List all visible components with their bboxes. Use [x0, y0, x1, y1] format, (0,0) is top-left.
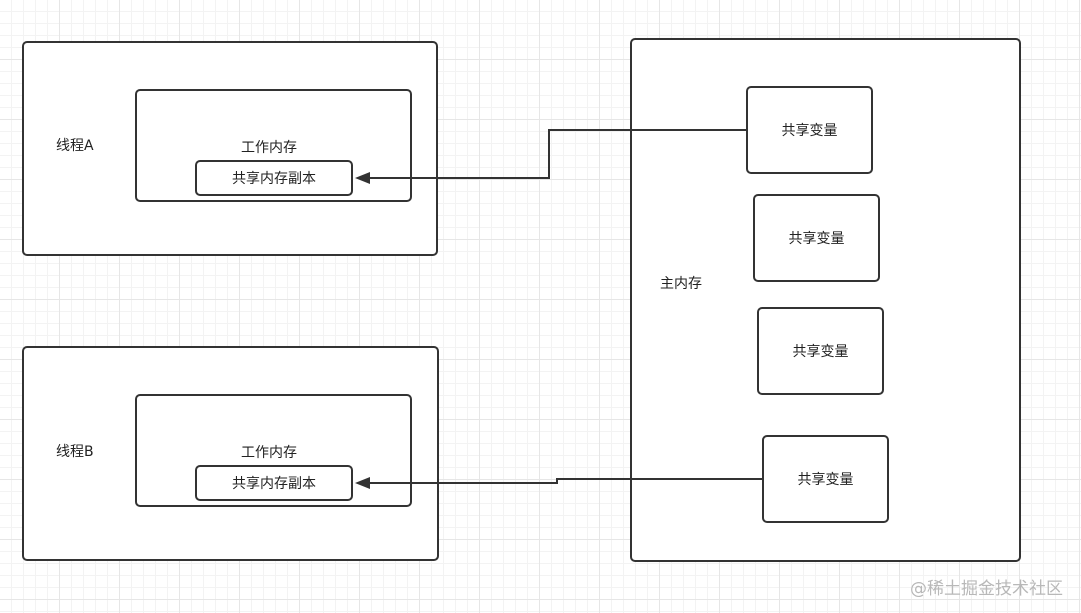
- shared-variable-4: 共享变量: [762, 435, 889, 523]
- thread-a-working-memory-label: 工作内存: [241, 140, 297, 156]
- thread-a-shared-memory-copy: 共享内存副本: [195, 160, 353, 196]
- watermark-text: @稀土掘金技术社区: [910, 579, 1063, 599]
- shared-variable-1: 共享变量: [746, 86, 873, 174]
- shared-variable-3: 共享变量: [757, 307, 884, 395]
- main-memory-label: 主内存: [660, 276, 702, 292]
- thread-b-label: 线程B: [56, 444, 94, 460]
- thread-b-shared-memory-copy: 共享内存副本: [195, 465, 353, 501]
- shared-variable-2: 共享变量: [753, 194, 880, 282]
- thread-a-label: 线程A: [56, 138, 94, 154]
- thread-b-working-memory-label: 工作内存: [241, 445, 297, 461]
